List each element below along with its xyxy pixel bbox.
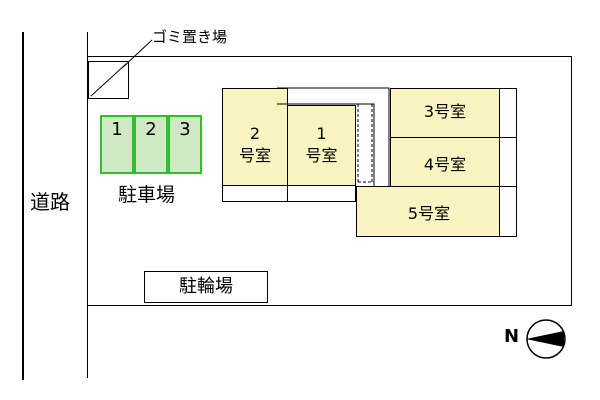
parking-spot-number: 1 [111, 119, 123, 140]
unit-2-number: 2 [249, 124, 261, 143]
unit-5-balcony [499, 186, 517, 237]
unit-3: 3号室 [390, 88, 500, 138]
unit-5: 5号室 [356, 186, 500, 237]
unit-4: 4号室 [390, 137, 500, 187]
unit-4-label: 4号室 [423, 155, 467, 174]
parking-spot-1: 1 [100, 115, 134, 174]
compass-north-label: N [504, 326, 520, 347]
unit-3-balcony [499, 88, 517, 138]
road-edge-line [22, 32, 24, 380]
parking-spot-number: 2 [145, 119, 157, 140]
parking-label: 駐車場 [118, 184, 176, 206]
garbage-label: ゴミ置き場 [152, 28, 228, 46]
unit-2-suffix: 号室 [238, 146, 271, 165]
unit-3-label: 3号室 [423, 102, 467, 121]
parking-spot-2: 2 [134, 115, 168, 174]
unit-1-balcony [287, 185, 356, 202]
compass-icon: N [504, 318, 566, 360]
bicycle-parking: 駐輪場 [144, 271, 268, 303]
unit-1-number: 1 [316, 124, 327, 143]
corridor-stairs [277, 87, 390, 197]
road-label: 道路 [30, 190, 70, 214]
unit-5-label: 5号室 [407, 204, 451, 223]
unit-1: 1 号室 [287, 105, 356, 186]
garbage-leader-line [121, 39, 153, 69]
unit-4-balcony [499, 137, 517, 187]
parking-spot-number: 3 [179, 119, 191, 140]
parking-spot-3: 3 [168, 115, 202, 174]
unit-1-suffix: 号室 [305, 146, 338, 165]
